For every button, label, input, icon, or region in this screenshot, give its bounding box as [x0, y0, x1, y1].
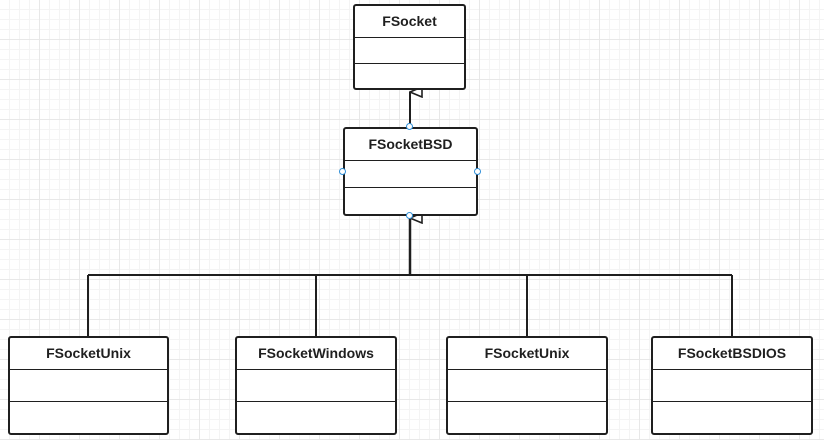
- connection-handle-bottom[interactable]: [406, 212, 413, 219]
- class-name: FSocketBSDIOS: [653, 338, 811, 370]
- class-name: FSocketUnix: [10, 338, 167, 370]
- class-operations-compartment: [237, 402, 395, 433]
- class-name: FSocketUnix: [448, 338, 606, 370]
- class-attributes-compartment: [355, 38, 464, 64]
- class-operations-compartment: [345, 188, 476, 214]
- class-attributes-compartment: [345, 161, 476, 188]
- class-fsocketunix[interactable]: FSocketUnix: [446, 336, 608, 435]
- connection-handle-top[interactable]: [406, 123, 413, 130]
- class-fsocketwindows[interactable]: FSocketWindows: [235, 336, 397, 435]
- class-operations-compartment: [653, 402, 811, 433]
- class-name: FSocket: [355, 6, 464, 38]
- class-attributes-compartment: [237, 370, 395, 402]
- class-fsocketbsd[interactable]: FSocketBSD: [343, 127, 478, 216]
- class-fsocketunix[interactable]: FSocketUnix: [8, 336, 169, 435]
- connection-handle-left[interactable]: [339, 168, 346, 175]
- class-operations-compartment: [10, 402, 167, 433]
- connection-handle-right[interactable]: [474, 168, 481, 175]
- class-attributes-compartment: [448, 370, 606, 402]
- class-fsocketbsdios[interactable]: FSocketBSDIOS: [651, 336, 813, 435]
- class-name: FSocketWindows: [237, 338, 395, 370]
- class-operations-compartment: [355, 64, 464, 89]
- class-attributes-compartment: [10, 370, 167, 402]
- class-operations-compartment: [448, 402, 606, 433]
- class-name: FSocketBSD: [345, 129, 476, 161]
- class-fsocket[interactable]: FSocket: [353, 4, 466, 90]
- class-attributes-compartment: [653, 370, 811, 402]
